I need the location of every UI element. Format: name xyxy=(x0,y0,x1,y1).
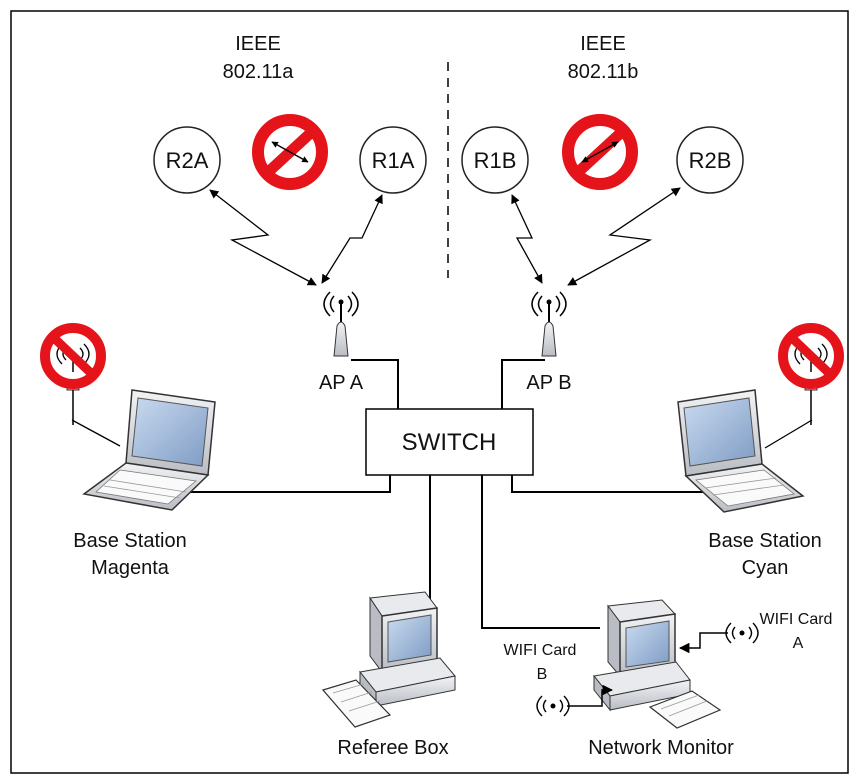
standard-right-line1: IEEE xyxy=(580,33,626,55)
switch-label: SWITCH xyxy=(402,429,497,456)
network-monitor-computer-icon xyxy=(593,599,722,729)
base-station-magenta-line2: Magenta xyxy=(91,557,170,579)
base-station-cyan-line2: Cyan xyxy=(742,557,789,579)
no-wifi-magenta-icon xyxy=(40,323,106,389)
robot-r2b: R2B xyxy=(676,126,744,194)
wire-magenta-to-switch xyxy=(190,475,391,493)
laptop-cyan-icon xyxy=(677,389,813,513)
wifi-card-b-signal-icon xyxy=(536,695,570,717)
wire-ap-b-to-switch xyxy=(501,359,545,409)
no-wifi-cyan-icon xyxy=(778,323,844,389)
robot-r2a-label: R2A xyxy=(166,148,209,173)
wireless-link-r1b xyxy=(511,194,543,284)
wifi-card-a-link xyxy=(678,632,728,654)
access-point-b-icon xyxy=(531,291,567,357)
wire-monitor-to-switch xyxy=(481,475,600,629)
robot-r2b-label: R2B xyxy=(689,148,732,173)
robot-r1b: R1B xyxy=(461,126,529,194)
wifi-card-b-line1: WIFI Card xyxy=(504,642,577,659)
wifi-card-a-line2: A xyxy=(793,635,804,652)
wifi-card-a-signal-icon xyxy=(725,622,759,644)
robot-r1a: R1A xyxy=(359,126,427,194)
access-point-a-label: AP A xyxy=(319,372,364,394)
wifi-card-a-line1: WIFI Card xyxy=(760,611,833,628)
wireless-link-r2a xyxy=(209,189,317,286)
robot-r1a-label: R1A xyxy=(372,148,415,173)
wire-cyan-to-switch xyxy=(511,475,712,493)
laptop-magenta-icon xyxy=(71,389,216,511)
standard-right-line2: 802.11b xyxy=(568,61,639,83)
referee-computer-icon xyxy=(321,591,456,728)
base-station-cyan-line1: Base Station xyxy=(708,530,821,552)
wire-ap-a-to-switch xyxy=(351,359,399,409)
robot-r1b-label: R1B xyxy=(474,148,517,173)
no-direct-link-icon-a xyxy=(252,114,328,190)
switch-box xyxy=(365,408,534,476)
base-station-magenta-line1: Base Station xyxy=(73,530,186,552)
wifi-card-b-line2: B xyxy=(537,666,548,683)
no-direct-link-icon-b xyxy=(562,114,638,190)
access-point-b-label: AP B xyxy=(526,372,571,394)
access-point-a-icon xyxy=(323,291,359,357)
wireless-link-r1a xyxy=(321,194,383,284)
standard-left-line2: 802.11a xyxy=(223,61,295,83)
network-monitor-label: Network Monitor xyxy=(588,737,734,759)
standard-left-line1: IEEE xyxy=(235,33,281,55)
wifi-card-b-link xyxy=(567,684,614,707)
wireless-link-r2b xyxy=(567,187,681,286)
referee-box-label: Referee Box xyxy=(337,737,448,759)
diagram-frame xyxy=(10,10,849,774)
robot-r2a: R2A xyxy=(153,126,221,194)
